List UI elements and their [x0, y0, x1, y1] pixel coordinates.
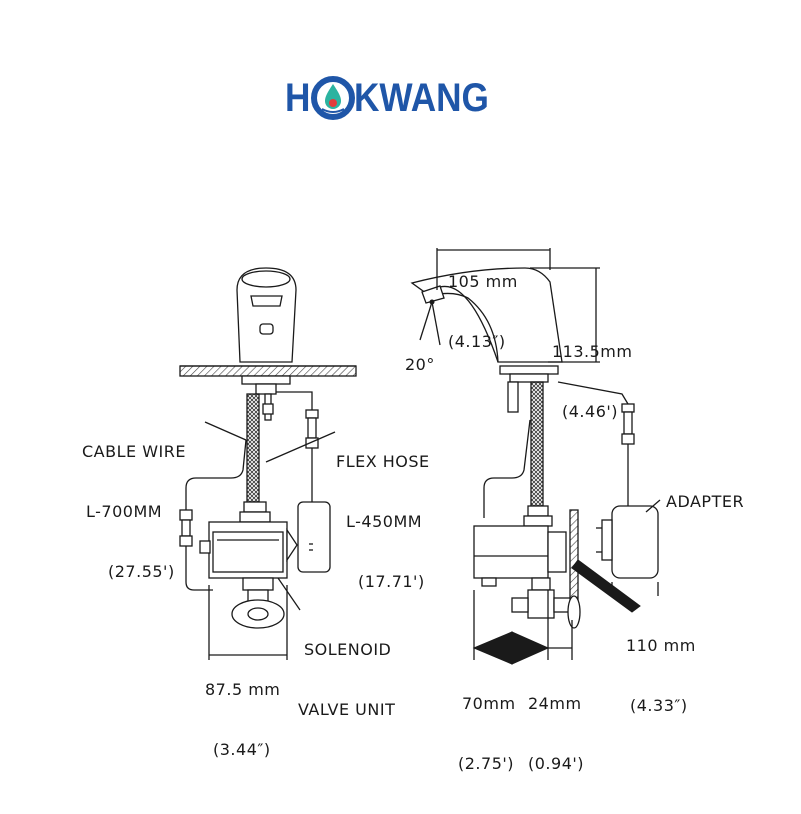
offset-label: 24mm (0.94') [528, 654, 584, 814]
angle-label: 20° [405, 355, 435, 374]
spout-reach-mm: 105 mm [448, 272, 518, 291]
water-drop-icon [310, 76, 355, 120]
box-width-inch: (2.75') [458, 754, 515, 773]
logo-text-kwang: KWANG [353, 76, 489, 120]
width-87-label: 87.5 mm (3.44″) [205, 640, 280, 800]
front-view [179, 267, 357, 660]
side-view [410, 248, 661, 660]
flex-hose-label: FLEX HOSE L-450MM (17.71') [336, 412, 430, 632]
solenoid-line2: VALVE UNIT [298, 700, 396, 719]
flex-hose-line2: L-450MM [346, 512, 423, 531]
faucet-spout [410, 267, 563, 363]
side-flex-hose [530, 381, 544, 507]
height-inch: (4.46') [562, 402, 619, 421]
cable-wire-line1: CABLE WIRE [82, 442, 186, 461]
solenoid-line1: SOLENOID [304, 640, 392, 659]
flex-hose [246, 393, 260, 503]
box-width-mm: 70mm [462, 694, 516, 713]
adapter-width-mm: 110 mm [626, 636, 696, 655]
offset-mm: 24mm [528, 694, 582, 713]
logo-letter-h: H [285, 76, 311, 120]
faucet-head [236, 267, 297, 363]
cable-wire-line2: L-700MM [86, 502, 163, 521]
flex-hose-line3: (17.71') [358, 572, 425, 591]
height-label: 113.5mm (4.46') [552, 302, 632, 462]
solenoid-label: SOLENOID VALVE UNIT [298, 600, 395, 760]
countertop [179, 365, 357, 377]
width-87-mm: 87.5 mm [205, 680, 281, 699]
spout-reach-inch: (4.13″) [448, 332, 506, 351]
hokwang-logo: H KWANG [285, 75, 507, 121]
offset-inch: (0.94') [528, 754, 585, 773]
width-87-inch: (3.44″) [213, 740, 271, 759]
adapter-width-label: 110 mm (4.33″) [626, 596, 696, 756]
spout-reach-label: 105 mm (4.13″) [448, 232, 518, 392]
cable-wire-label: CABLE WIRE L-700MM (27.55') [82, 402, 186, 622]
flex-hose-line1: FLEX HOSE [336, 452, 430, 471]
dimension-arrows [429, 299, 641, 665]
adapter [611, 505, 659, 579]
cable-wire-line3: (27.55') [108, 562, 175, 581]
box-width-label: 70mm (2.75') [458, 654, 516, 814]
adapter-label: ADAPTER [666, 492, 745, 511]
adapter-width-inch: (4.33″) [630, 696, 688, 715]
battery-box [297, 501, 331, 573]
height-mm: 113.5mm [552, 342, 633, 361]
side-valve-box [473, 525, 549, 579]
